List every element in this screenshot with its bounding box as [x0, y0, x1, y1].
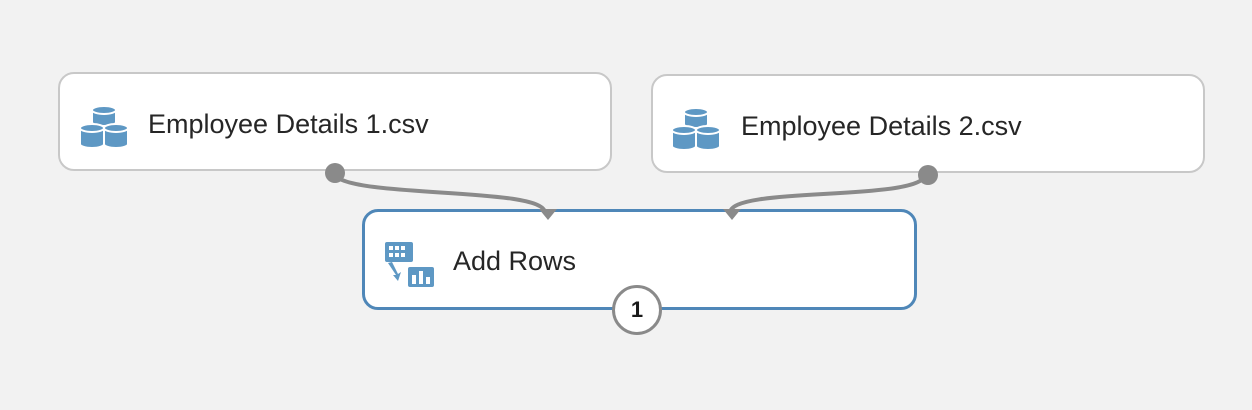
node-label: Employee Details 2.csv: [741, 111, 1022, 141]
input-port[interactable]: [722, 208, 742, 222]
connection-line-1[interactable]: [331, 170, 547, 214]
output-port[interactable]: [323, 161, 347, 185]
output-port[interactable]: [916, 163, 940, 187]
connection-line-2[interactable]: [728, 172, 928, 214]
badge-number: 1: [630, 297, 644, 322]
dataset-node-employee-details-1[interactable]: Employee Details 1.csv: [58, 72, 612, 183]
node-label: Add Rows: [453, 246, 577, 276]
dataset-node-employee-details-2[interactable]: Employee Details 2.csv: [651, 74, 1205, 185]
run-count-badge: 1: [612, 285, 662, 335]
input-port[interactable]: [538, 208, 558, 222]
dataset-icon: [671, 107, 721, 151]
node-label: Employee Details 1.csv: [148, 109, 429, 139]
add-rows-icon: [385, 242, 434, 287]
dataset-icon: [79, 105, 129, 149]
